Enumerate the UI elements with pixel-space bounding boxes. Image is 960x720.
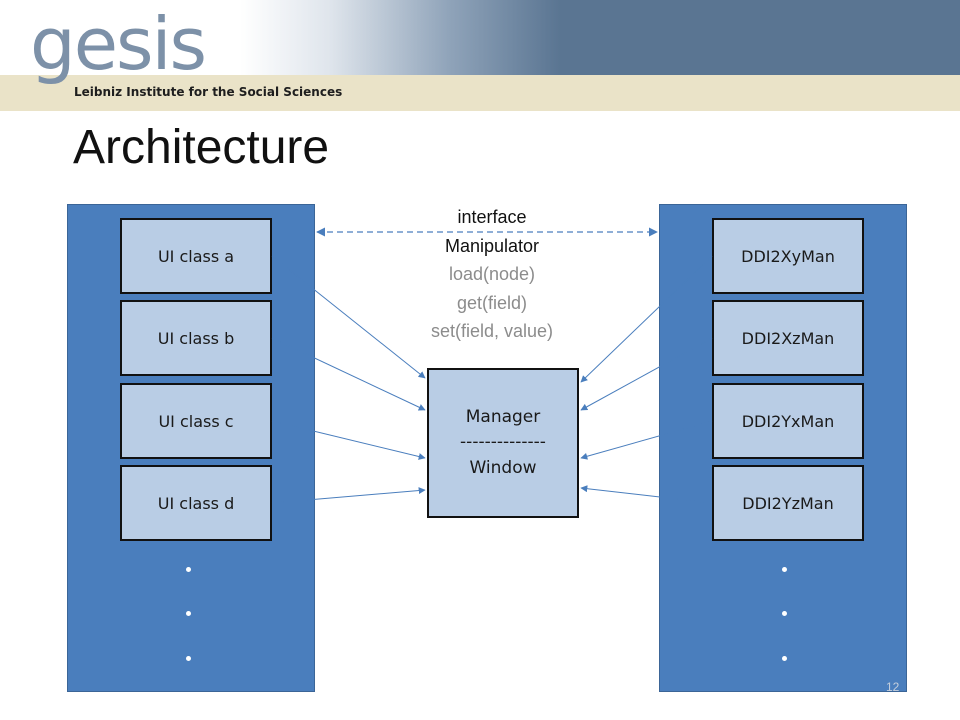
manager-label: Manager — [465, 406, 541, 427]
ellipsis-dot — [782, 567, 787, 572]
ellipsis-dot — [186, 567, 191, 572]
interface-keyword: interface — [457, 207, 527, 227]
ellipsis-dot — [782, 611, 787, 616]
header-banner — [0, 0, 960, 75]
method-set: set(field, value) — [430, 321, 554, 341]
gesis-logo: gesis — [30, 2, 207, 86]
ui-class-a-box: UI class a — [120, 218, 272, 294]
ddi2xzman-box: DDI2XzMan — [712, 300, 864, 376]
connector-ui-d — [271, 487, 426, 504]
institute-subtitle: Leibniz Institute for the Social Science… — [74, 85, 343, 99]
ellipsis-dot — [186, 611, 191, 616]
header-band — [0, 75, 960, 111]
connector-ddi-xz — [580, 337, 713, 411]
ui-class-c-box: UI class c — [120, 383, 272, 459]
connector-ddi-yx — [580, 420, 713, 460]
ddi2xyman-box: DDI2XyMan — [712, 218, 864, 294]
manager-window-box: Manager -------------- Window — [427, 368, 579, 518]
connector-ui-b — [271, 337, 426, 411]
ddi2yzman-box: DDI2YzMan — [712, 465, 864, 541]
method-get: get(field) — [456, 292, 528, 313]
ui-class-d-box: UI class d — [120, 465, 272, 541]
connector-ddi-yz — [580, 485, 713, 504]
window-label: Window — [469, 457, 537, 478]
page-number: 12 — [886, 680, 900, 694]
ellipsis-dot — [186, 656, 191, 661]
ellipsis-dot — [782, 656, 787, 661]
ui-class-b-box: UI class b — [120, 300, 272, 376]
ddi2yxman-box: DDI2YxMan — [712, 383, 864, 459]
slide-title: Architecture — [73, 121, 330, 174]
interface-name: Manipulator — [444, 235, 540, 256]
method-load: load(node) — [448, 264, 536, 284]
connector-ddi-xy — [580, 255, 713, 383]
manager-divider: -------------- — [460, 432, 546, 453]
connector-ui-c — [271, 420, 426, 460]
interface-annotation: interface Manipulator load(node) get(fie… — [380, 203, 604, 346]
connector-ui-a — [271, 255, 426, 379]
